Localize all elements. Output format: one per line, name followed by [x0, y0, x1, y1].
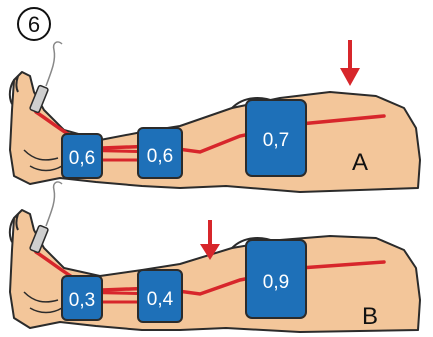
cuff-value: 0,3	[69, 290, 95, 311]
cuff-a-thigh: 0,7	[246, 100, 306, 176]
panel-label-b: B	[362, 303, 378, 330]
panel-label-a: A	[352, 149, 368, 176]
step-number: 6	[28, 12, 40, 37]
cuff-value: 0,6	[147, 146, 173, 167]
cuff-value: 0,4	[147, 289, 174, 310]
cuff-b-thigh: 0,9	[246, 240, 306, 318]
step-number-badge: 6	[18, 8, 50, 40]
cuff-a-ankle: 0,6	[62, 134, 102, 178]
probe-cable-a	[46, 42, 62, 86]
cuff-value: 0,6	[69, 148, 95, 169]
cuff-b-ankle: 0,3	[62, 276, 102, 320]
doppler-probe-a	[29, 42, 62, 113]
cuff-value: 0,9	[263, 272, 289, 293]
panel-a: 0,6 0,6 0,7 A	[10, 40, 420, 192]
cuff-value: 0,7	[263, 130, 289, 151]
probe-cable-b	[46, 182, 62, 226]
pressure-arrow-a	[340, 40, 360, 86]
panel-b: 0,3 0,4 0,9 B	[10, 182, 420, 332]
arrow-head	[340, 68, 360, 86]
cuff-b-calf: 0,4	[138, 270, 182, 322]
doppler-probe-b	[29, 182, 62, 253]
cuff-a-calf: 0,6	[138, 128, 182, 178]
